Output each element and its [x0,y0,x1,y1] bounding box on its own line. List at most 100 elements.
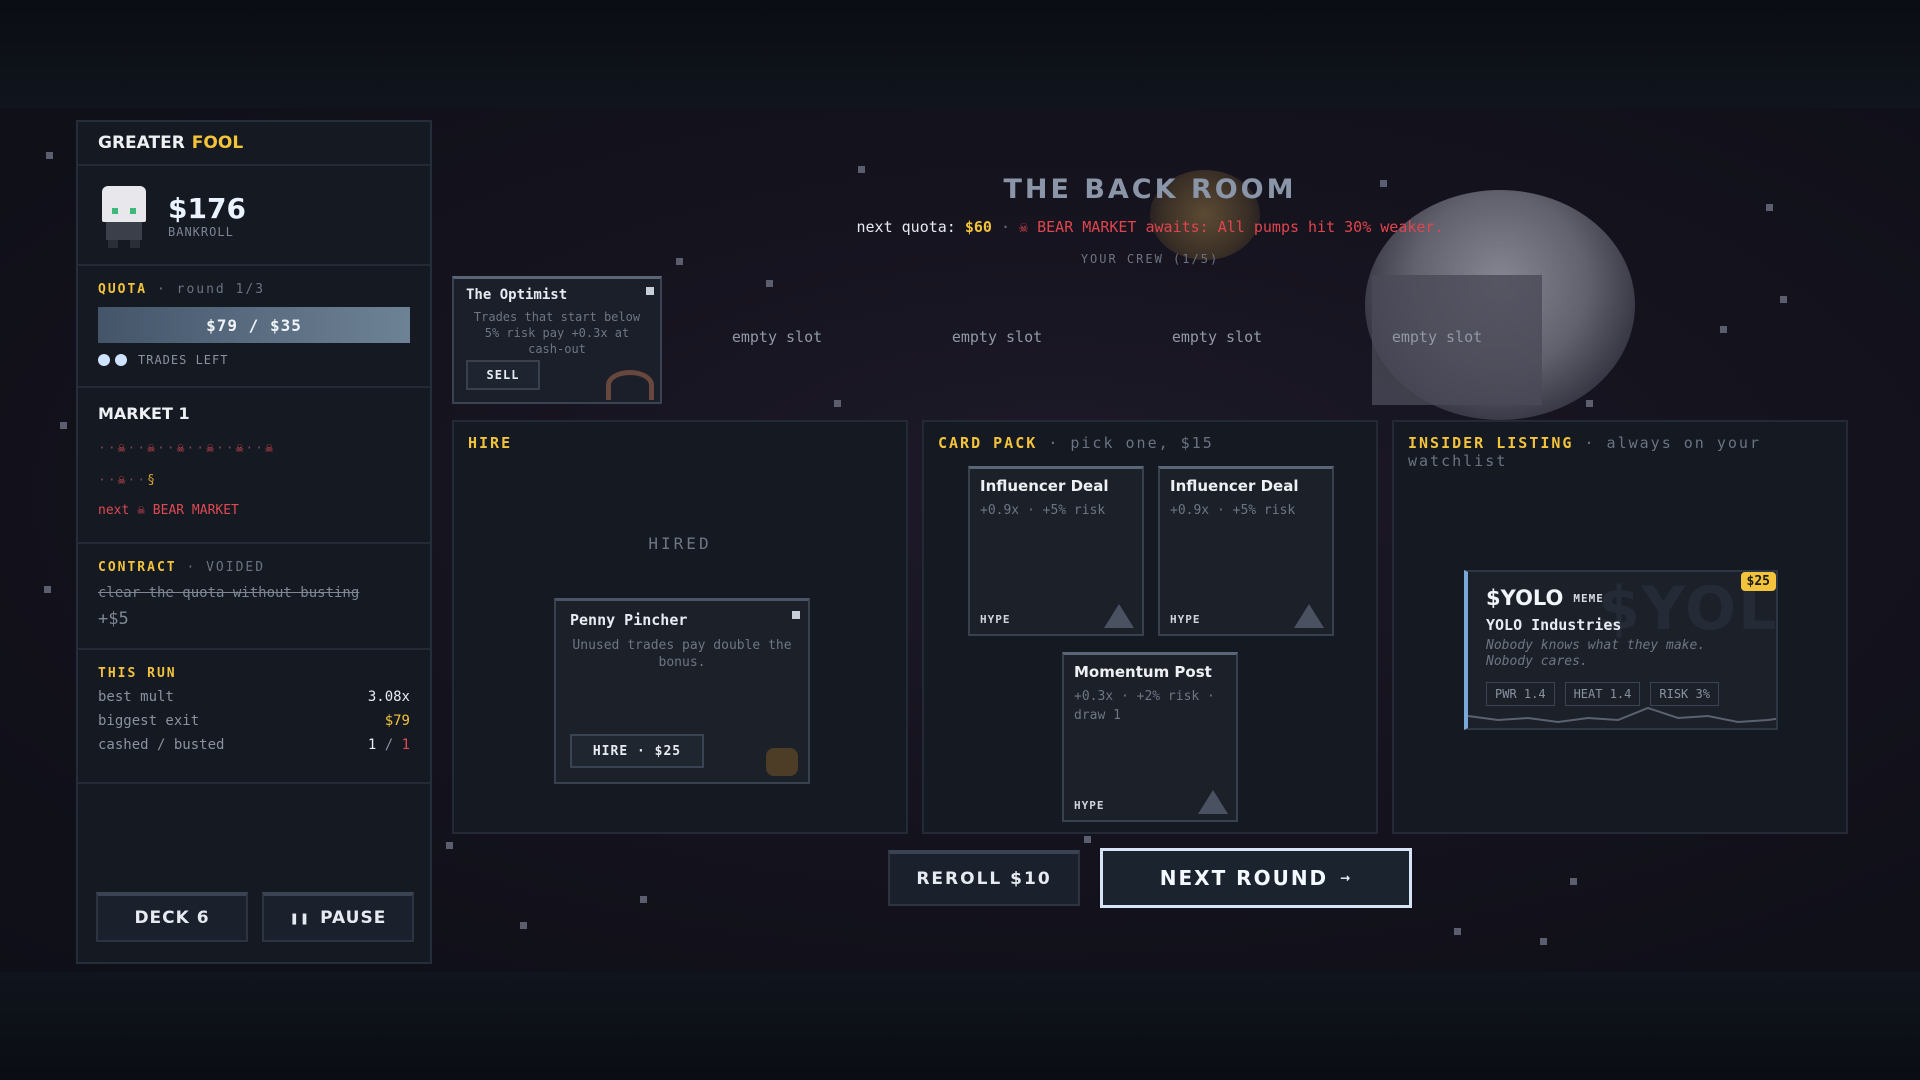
pack-card[interactable]: Influencer Deal +0.9x · +5% risk HYPE [968,466,1144,636]
hire-card-penny-pincher[interactable]: Penny Pincher Unused trades pay double t… [554,598,810,784]
pack-card[interactable]: Influencer Deal +0.9x · +5% risk HYPE [1158,466,1334,636]
market-track: ··☠··☠··☠··☠··☠··☠ ··☠··§ [98,433,410,497]
pack-card-name: Momentum Post [1074,663,1212,681]
avatar [98,182,150,248]
separator-dot: · [1000,218,1011,236]
run-stats-section: THIS RUN best mult 3.08x biggest exit $7… [78,650,430,784]
star [446,842,453,849]
insider-label: INSIDER LISTING [1408,434,1574,452]
track-dot: · [127,441,138,456]
market-next: next ☠ BEAR MARKET [98,503,239,518]
contract-label: CONTRACT [98,560,177,575]
star [1720,326,1727,333]
track-dot: · [98,473,108,488]
stat-row: biggest exit $79 [98,713,410,729]
empty-crew-slot[interactable]: empty slot [1391,328,1483,346]
cashed-busted-label: cashed / busted [98,737,225,753]
hire-card-name: Penny Pincher [570,611,688,629]
track-dot: · [127,473,138,488]
star [44,586,51,593]
crew-card-optimist[interactable]: The Optimist Trades that start below 5% … [452,276,662,404]
track-dot: · [186,441,197,456]
rainbow-icon [606,370,654,400]
star [1586,400,1593,407]
bankroll-label: BANKROLL [168,224,234,239]
skull-icon: ☠ [235,441,246,456]
pack-card[interactable]: Momentum Post +0.3x · +2% risk · draw 1 … [1062,652,1238,822]
planet-decoration [1150,170,1260,260]
star [46,152,53,159]
avatar-eye [130,208,136,214]
deck-button[interactable]: DECK 6 [96,892,248,942]
sell-button[interactable]: SELL [466,360,540,390]
cashed-value: 1 [367,737,377,753]
hire-card-desc: Unused trades pay double the bonus. [572,638,792,670]
pack-card-name: Influencer Deal [1170,477,1299,495]
track-dot: · [225,441,236,456]
star [834,400,841,407]
next-quota-value: $60 [964,218,992,236]
market-section: MARKET 1 ··☠··☠··☠··☠··☠··☠ ··☠··§ next … [78,388,430,544]
empty-crew-slot[interactable]: empty slot [1171,328,1263,346]
skull-icon: ☠ [117,441,128,456]
insider-listing-panel: INSIDER LISTING · always on your watchli… [1392,420,1848,834]
biggest-exit-label: biggest exit [98,713,200,729]
stock-card-yolo[interactable]: $YOLO $YOLO MEME $25 YOLO Industries Nob… [1464,570,1778,730]
crew-label: YOUR CREW (1/5) [1080,252,1220,266]
track-dot: · [245,441,256,456]
bankroll-amount: $176 [168,191,246,225]
track-dot: · [107,441,118,456]
empty-crew-slot[interactable]: empty slot [731,328,823,346]
biggest-exit-value: $79 [384,713,410,729]
stock-stats: PWR 1.4 HEAT 1.4 RISK 3% [1486,682,1758,706]
stock-sparkline [1468,706,1776,724]
trade-pip [98,354,110,366]
avatar-eye [112,208,118,214]
skull-icon: ☠ [117,473,128,488]
market-track-line: ··☠··§ [98,465,410,497]
track-dot: · [196,441,207,456]
reroll-button[interactable]: REROLL $10 [888,850,1080,906]
star [520,922,527,929]
pack-card-name: Influencer Deal [980,477,1109,495]
contract-bonus: +$5 [98,609,129,629]
track-dot: · [166,441,177,456]
card-pack-label: CARD PACK [938,434,1038,452]
avatar-leg [130,240,140,248]
run-title: THIS RUN [98,666,177,681]
contract-section: CONTRACT · VOIDED clear the quota withou… [78,544,430,650]
market-title: MARKET 1 [98,404,190,423]
pack-card-tag: HYPE [980,613,1011,626]
corner-marker-icon [646,287,654,295]
stat-row: best mult 3.08x [98,689,410,705]
hire-button[interactable]: HIRE · $25 [570,734,704,768]
best-mult-value: 3.08x [367,689,410,705]
track-dot: · [98,441,108,456]
skull-icon: ☠ [206,441,216,456]
round-info: next quota: $60 · ☠ BEAR MARKET awaits: … [0,218,1920,236]
moon-shadow-decoration [1372,275,1542,405]
brand: GREATER FOOL [78,122,430,166]
contract-text: clear the quota without busting [98,585,360,601]
star [640,896,647,903]
contract-status: · VOIDED [186,560,266,575]
quota-section: QUOTA · round 1/3 $79 / $35 TRADES LEFT [78,266,430,388]
stat-pwr: PWR 1.4 [1486,682,1555,706]
background-bottom [0,972,1920,1080]
hire-label: HIRE [468,434,513,452]
pack-card-tag: HYPE [1074,799,1105,812]
empty-crew-slot[interactable]: empty slot [951,328,1043,346]
page-title: THE BACK ROOM [1003,174,1297,205]
pause-button[interactable]: ❚❚ PAUSE [262,892,414,942]
stock-price-badge: $25 [1740,572,1776,591]
triangle-icon [1294,604,1324,628]
brand-second: FOOL [191,133,244,153]
trade-pip [115,354,127,366]
bear-market-warning: ☠ BEAR MARKET awaits: All pumps hit 30% … [1019,218,1444,236]
quota-round: · round 1/3 [156,282,266,297]
brand-first: GREATER [98,133,185,153]
next-round-button[interactable]: NEXT ROUND → [1100,848,1412,908]
star [1780,296,1787,303]
avatar-head [102,186,146,222]
stat-heat: HEAT 1.4 [1564,682,1641,706]
